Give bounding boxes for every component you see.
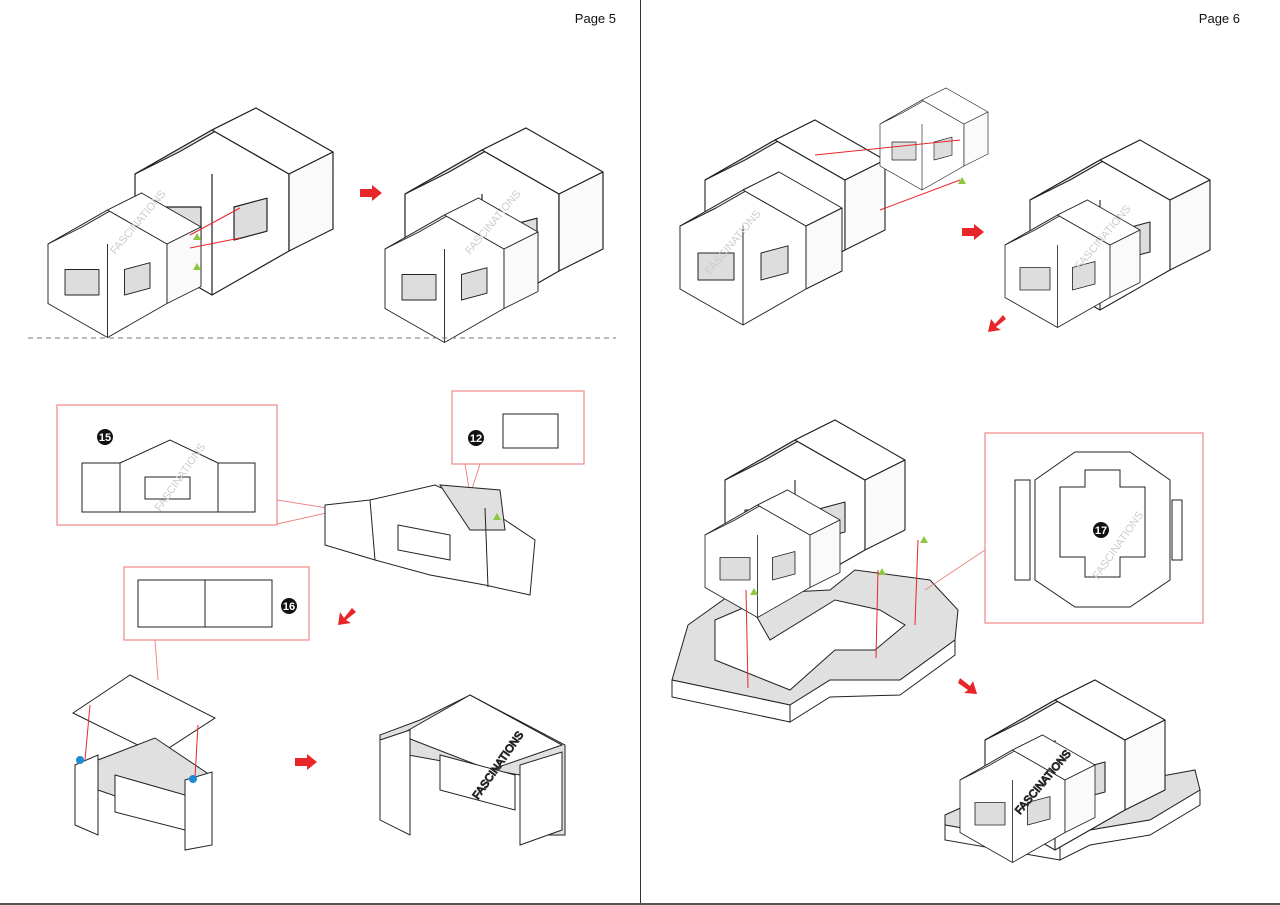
- folded-panel: [324, 484, 536, 596]
- part-number-15: 15: [99, 432, 111, 444]
- blue-marker: [189, 775, 197, 783]
- bottom-border: [0, 903, 1280, 905]
- watermark: FASCINATIONS: [1091, 509, 1147, 581]
- step-roof-attach: [72, 674, 217, 851]
- step-attach-wing: FASCINATIONS: [47, 107, 334, 338]
- step-result-b: FASCINATIONS: [1004, 139, 1211, 328]
- step-attach-back: FASCINATIONS: [679, 87, 989, 326]
- arrow-right-icon: [360, 185, 382, 201]
- green-marker: [193, 233, 201, 240]
- page-6: Page 6: [641, 0, 1280, 905]
- blue-marker: [76, 756, 84, 764]
- arrow-down-left-icon: [988, 315, 1006, 332]
- callout-part-17: 17 FASCINATIONS: [924, 432, 1204, 624]
- page-number: Page 5: [574, 11, 616, 26]
- arrow-right-icon: [295, 754, 317, 770]
- page-divider: [640, 0, 641, 905]
- step-result-a: FASCINATIONS: [384, 127, 604, 343]
- callout-part-12: 12: [451, 390, 585, 496]
- part-number-17: 17: [1095, 525, 1107, 537]
- step-base-attach: [671, 419, 959, 723]
- arrow-down-right-icon: [958, 678, 977, 694]
- page-number: Page 6: [1198, 11, 1240, 26]
- arrow-right-icon: [962, 224, 984, 240]
- callout-part-16: 16: [123, 566, 310, 681]
- step-roof-result: FASCINATIONS: [379, 694, 566, 846]
- page-5: Page 5: [574, 11, 616, 26]
- green-marker: [193, 263, 201, 270]
- callout-part-15: 15 FASCINATIONS: [56, 404, 341, 526]
- part-number-12: 12: [470, 433, 482, 445]
- watermark: FASCINATIONS: [153, 441, 209, 513]
- part-number-16: 16: [283, 601, 295, 613]
- final-model: FASCINATIONS: [944, 679, 1201, 863]
- arrow-down-left-icon: [338, 608, 356, 625]
